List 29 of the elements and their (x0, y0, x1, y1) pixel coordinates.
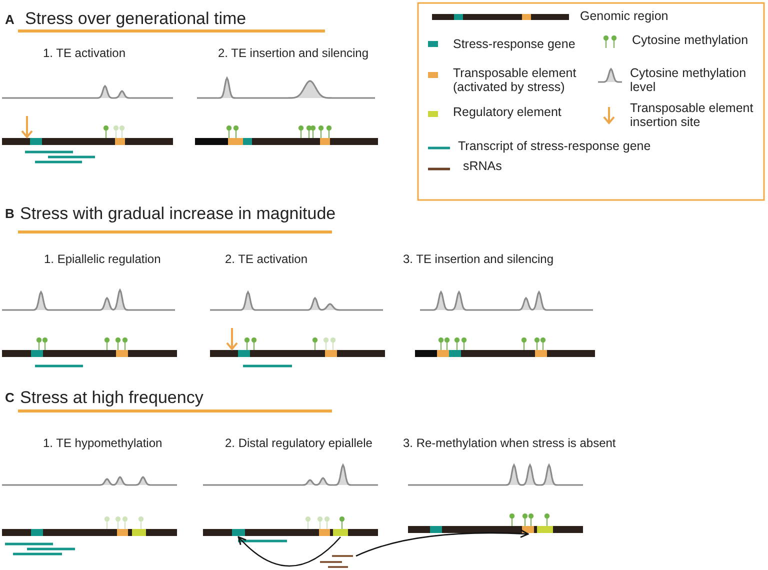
step-title: 2. TE insertion and silencing (218, 47, 369, 61)
legend-label: Regulatory element (453, 105, 562, 120)
curved-arrow (356, 529, 529, 557)
srna-fragments (320, 555, 353, 568)
legend-label: Genomic region (580, 9, 668, 24)
legend-label: sRNAs (463, 159, 502, 174)
legend-label: Cytosine methylation level (630, 66, 748, 95)
step-title: 2. TE activation (225, 253, 308, 267)
step-title: 2. Distal regulatory epiallele (225, 437, 372, 451)
curved-arrow (238, 536, 341, 567)
panel-letter: A (5, 13, 14, 28)
panel-title: Stress at high frequency (20, 388, 204, 408)
transposable-element (522, 526, 534, 533)
legend-label: Stress-response gene (453, 37, 576, 52)
step-title: 1. Epiallelic regulation (44, 253, 161, 267)
legend-label: Transcript of stress-response gene (458, 139, 651, 154)
panel-letter: C (5, 391, 14, 406)
legend-label: Cytosine methylation (632, 33, 748, 48)
legend-label: Transposable element insertion site (630, 101, 754, 130)
step-title: 1. TE hypomethylation (43, 437, 162, 451)
legend-label: Transposable element (activated by stress) (453, 66, 578, 95)
stress-response-gene (232, 529, 245, 536)
step-title: 1. TE activation (43, 47, 126, 61)
panel-title: Stress with gradual increase in magnitude (20, 204, 336, 224)
regulatory-element (333, 529, 348, 536)
step-title: 3. Re-methylation when stress is absent (403, 437, 616, 451)
panel-title: Stress over generational time (25, 9, 246, 29)
panel-letter: B (5, 207, 14, 222)
step-title: 3. TE insertion and silencing (403, 253, 554, 267)
